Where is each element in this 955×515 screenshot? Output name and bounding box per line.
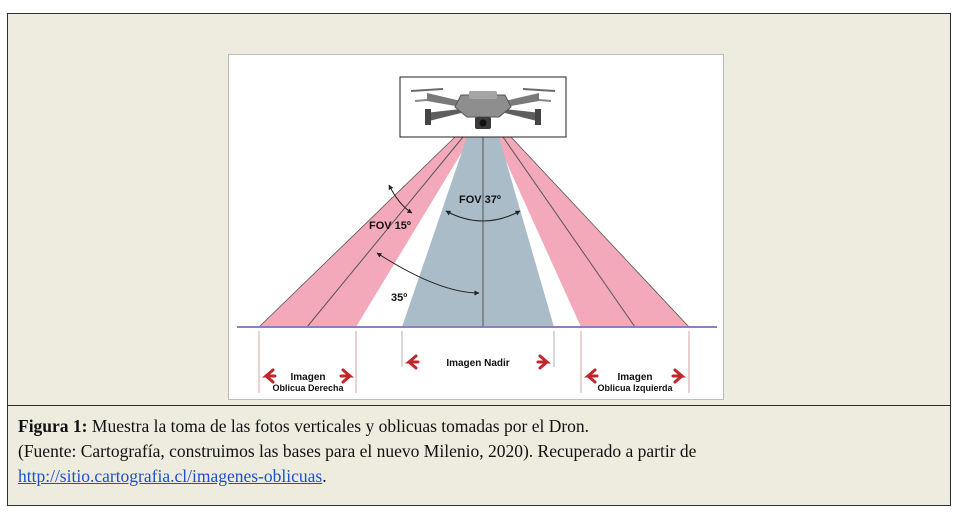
source-link[interactable]: http://sitio.cartografia.cl/imagenes-obl…	[18, 466, 323, 486]
nadir-label: Imagen Nadir	[446, 358, 509, 369]
fov-nadir-label: FOV 37º	[459, 194, 501, 206]
tilt-angle-label: 35º	[391, 292, 407, 304]
drone-image	[399, 76, 567, 138]
nadir-arrow-right	[536, 354, 552, 370]
fov-oblique-label: FOV 15º	[369, 220, 411, 232]
oblique-left-center-line	[306, 136, 464, 328]
figure-panel: FOV 37º FOV 15º 35º	[8, 14, 950, 404]
oblique-left-beam	[259, 137, 471, 327]
fov-oblique-arc	[388, 184, 413, 214]
right-image-arrow-right	[671, 368, 687, 384]
figure-description: Muestra la toma de las fotos verticales …	[87, 416, 590, 436]
oblique-right-label-line2: Oblicua Derecha	[272, 383, 344, 393]
tilt-angle-arc	[376, 252, 480, 296]
oblique-left-outer-line	[258, 136, 456, 328]
caption-panel: Figura 1: Muestra la toma de las fotos v…	[8, 405, 950, 506]
drone-fov-diagram: FOV 37º FOV 15º 35º	[228, 54, 724, 400]
caption-line-1: Figura 1: Muestra la toma de las fotos v…	[18, 416, 589, 437]
oblique-left-label-line1: Imagen	[617, 372, 652, 383]
right-image-arrow-left	[583, 368, 599, 384]
oblique-right-label-line1: Imagen	[290, 372, 325, 383]
figure-label: Figura 1:	[18, 416, 88, 436]
caption-line-3: http://sitio.cartografia.cl/imagenes-obl…	[18, 466, 327, 487]
left-image-arrow-left	[261, 368, 277, 384]
caption-period: .	[322, 466, 327, 486]
source-text: (Fuente: Cartografía, construimos las ba…	[18, 441, 697, 461]
fov-nadir-arc	[445, 210, 521, 222]
oblique-right-outer-line	[510, 136, 690, 328]
oblique-right-beam	[495, 137, 689, 327]
left-image-arrow-right	[339, 368, 355, 384]
figure-frame: FOV 37º FOV 15º 35º	[7, 13, 951, 506]
nadir-arrow-left	[404, 354, 420, 370]
oblique-left-label-line2: Oblicua Izquierda	[597, 383, 673, 393]
oblique-right-center-line	[502, 136, 636, 328]
